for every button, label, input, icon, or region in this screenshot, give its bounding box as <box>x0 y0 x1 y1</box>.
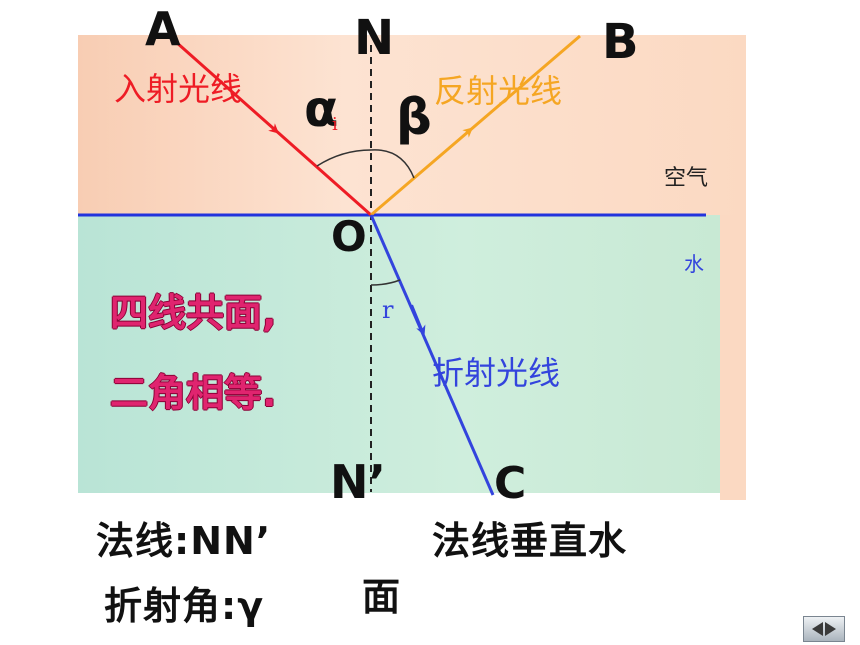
reflected-ray-label: 反射光线 <box>434 72 563 110</box>
previous-arrow-icon[interactable] <box>812 622 823 636</box>
air-label: 空气 <box>664 166 709 191</box>
note-refraction-angle: 折射角:γ <box>104 584 265 628</box>
point-label-o: O <box>331 212 367 261</box>
point-label-n-prime: N’ <box>330 455 386 509</box>
note-normal-perpendicular-1: 法线垂直水 <box>432 519 628 563</box>
water-region <box>78 215 720 493</box>
incident-ray-arrow <box>239 98 279 134</box>
reflected-ray <box>370 34 581 217</box>
refraction-angle-arc <box>370 279 401 286</box>
next-arrow-icon[interactable] <box>825 622 836 636</box>
reflection-angle-arc <box>370 149 415 179</box>
angle-label-r: r <box>382 296 394 324</box>
air-region <box>78 35 746 215</box>
highlight-line-2: 二角相等. <box>110 371 277 415</box>
point-label-a: A <box>145 2 181 56</box>
angle-label-alpha: α <box>304 80 339 138</box>
reflected-ray-arrow <box>439 127 474 157</box>
note-normal-perpendicular-2: 面 <box>362 575 402 619</box>
incidence-angle-arc <box>316 149 372 167</box>
angle-label-beta: β <box>396 88 432 146</box>
refracted-ray-arrow <box>411 304 426 336</box>
highlight-line-1: 四线共面, <box>110 291 277 335</box>
air-region-edge <box>720 215 746 500</box>
slide-nav-buttons[interactable] <box>803 616 845 642</box>
refracted-ray <box>369 214 495 496</box>
point-label-n: N <box>354 10 395 66</box>
note-normal: 法线:NN’ <box>96 519 272 563</box>
water-label: 水 <box>684 252 704 276</box>
incident-ray-label: 入射光线 <box>114 70 243 108</box>
point-label-c: C <box>494 458 527 509</box>
refracted-ray-label: 折射光线 <box>432 354 561 392</box>
point-label-b: B <box>602 14 639 70</box>
angle-label-i: i <box>332 114 338 135</box>
